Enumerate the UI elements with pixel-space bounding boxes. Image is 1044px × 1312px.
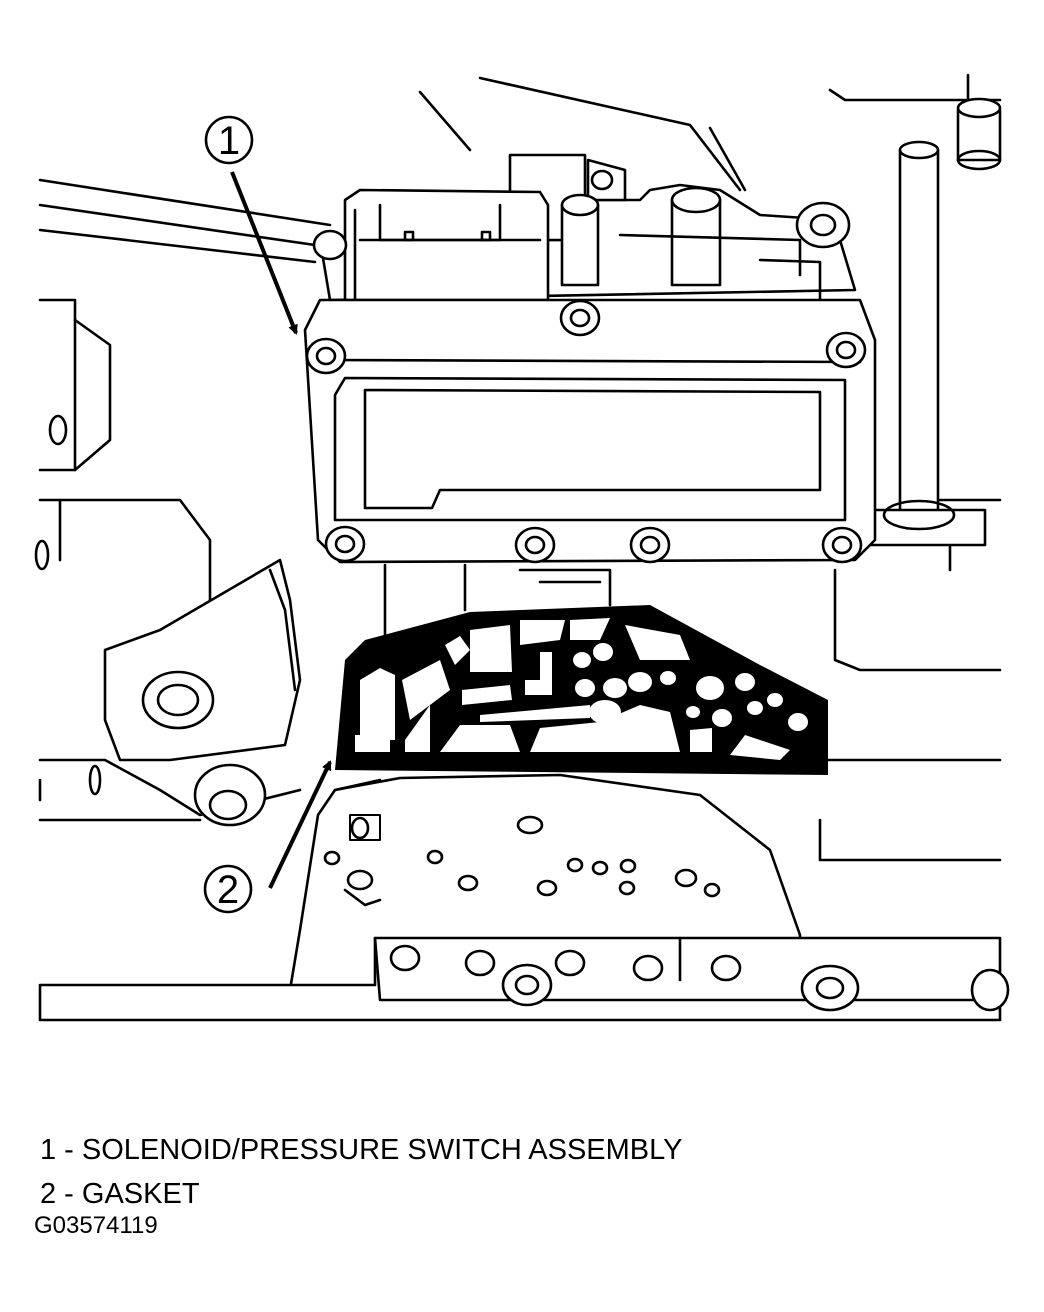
valve-body-bolts: [389, 944, 1010, 1012]
callout-2-leader-arrow: [268, 760, 332, 889]
cover-screws: [305, 299, 867, 564]
valve-body: [38, 773, 1010, 1022]
transmission-case-outline: [34, 73, 1002, 862]
callout-2: 2: [203, 760, 332, 914]
exploded-view-illustration: 1 2: [34, 73, 1010, 1022]
legend: 1 - SOLENOID/PRESSURE SWITCH ASSEMBLY 2 …: [40, 1128, 682, 1216]
callout-1-leader-arrow: [230, 171, 298, 335]
solenoid-pressure-switch-assembly: [303, 153, 877, 564]
gasket-holes: [573, 643, 808, 731]
callout-2-number: 2: [217, 868, 239, 912]
legend-item-2: 2 - GASKET: [40, 1178, 200, 1210]
figure-id: G03574119: [34, 1212, 158, 1239]
legend-item-1: 1 - SOLENOID/PRESSURE SWITCH ASSEMBLY: [40, 1134, 683, 1166]
callout-1-number: 1: [218, 119, 240, 163]
gasket: [335, 605, 828, 775]
callout-1: 1: [204, 115, 298, 335]
dowel-pin: [868, 97, 1002, 547]
